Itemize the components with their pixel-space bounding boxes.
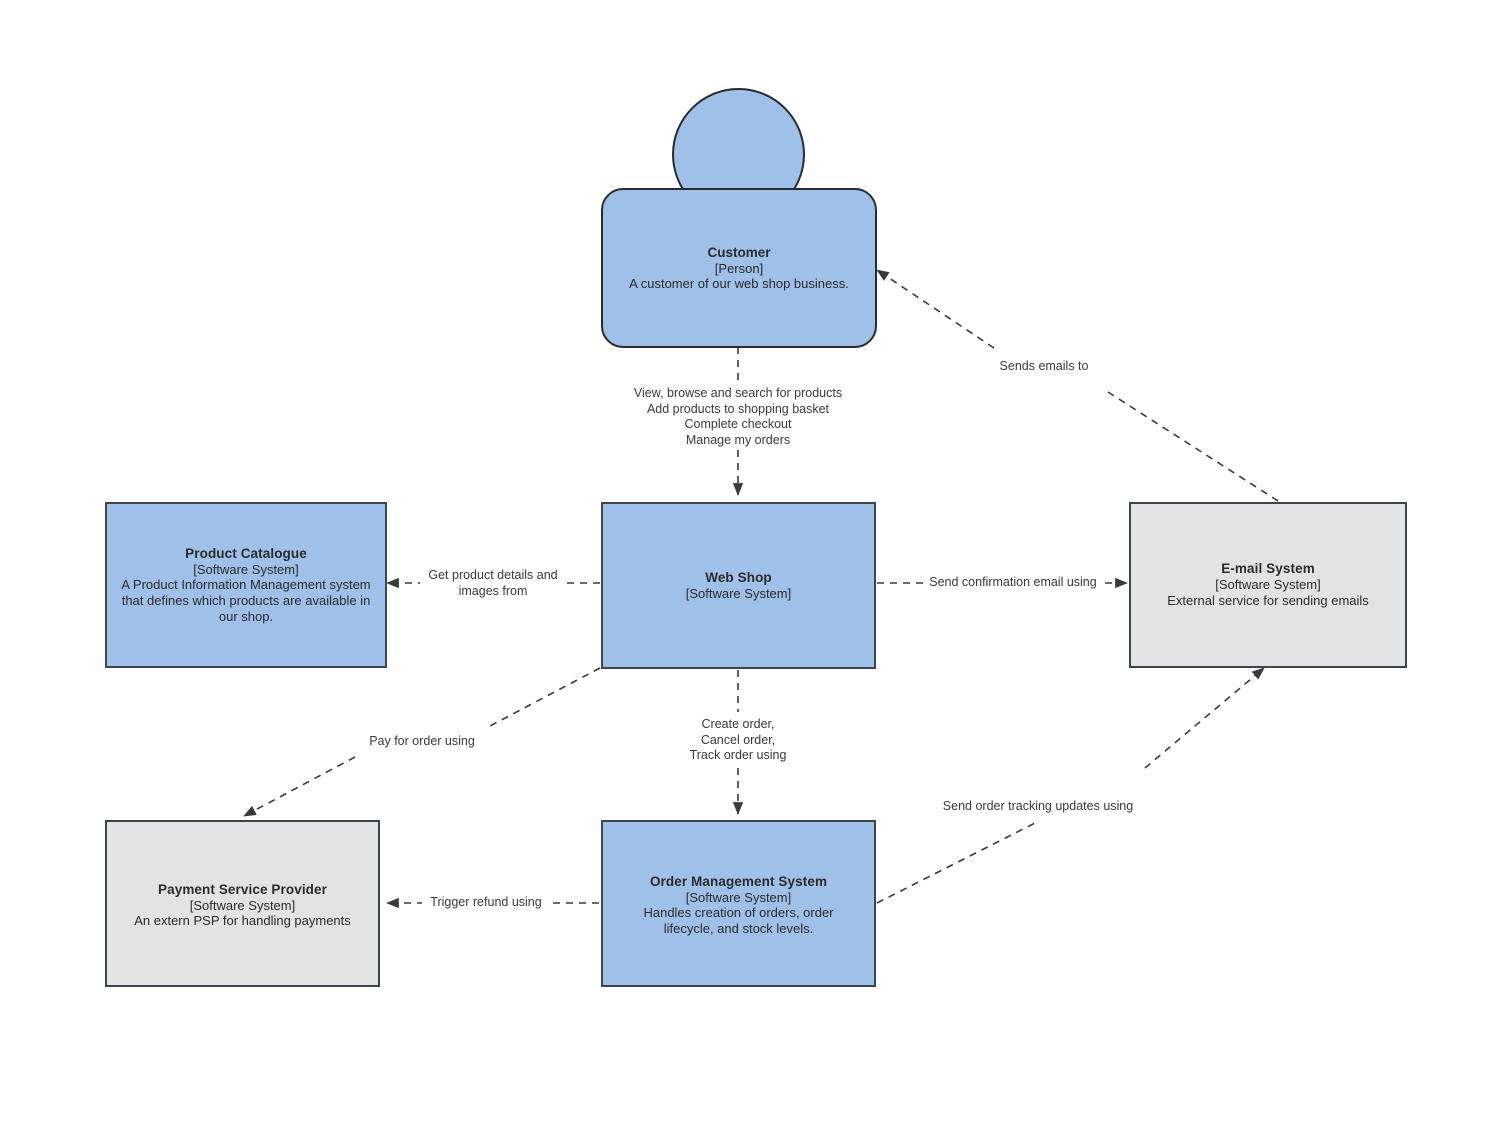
node-payment-service-provider-type: [Software System] bbox=[189, 897, 296, 913]
node-email-system-type: [Software System] bbox=[1215, 577, 1321, 593]
edge-label-oms-to-emailsystem: Send order tracking updates using bbox=[942, 799, 1134, 813]
person-neck-cover bbox=[677, 190, 800, 202]
node-customer-description: A customer of our web shop business. bbox=[629, 276, 849, 292]
node-product-catalogue-name: Product Catalogue bbox=[185, 545, 307, 561]
edge-label-webshop-to-productcatalogue: Get product details and images from bbox=[420, 568, 566, 599]
node-web-shop-name: Web Shop bbox=[705, 569, 772, 585]
node-email-system[interactable]: E-mail System [Software System] External… bbox=[1129, 502, 1407, 668]
node-order-management-system-name: Order Management System bbox=[649, 874, 828, 889]
node-customer-text: Customer [Person] A customer of our web … bbox=[601, 245, 877, 292]
node-payment-service-provider-name: Payment Service Provider bbox=[158, 882, 327, 897]
node-order-management-system-description: Handles creation of orders, order lifecy… bbox=[643, 905, 834, 937]
edge-label-oms-to-psp: Trigger refund using bbox=[422, 895, 550, 911]
node-product-catalogue-description: A Product Information Management system … bbox=[121, 576, 371, 624]
node-web-shop-type: [Software System] bbox=[685, 585, 792, 601]
node-order-management-system-type: [Software System] bbox=[685, 889, 792, 905]
node-email-system-description: External service for sending emails bbox=[1167, 592, 1369, 608]
edge-oms-to-emailsystem bbox=[876, 667, 1265, 904]
node-customer-name: Customer bbox=[707, 245, 771, 260]
node-product-catalogue[interactable]: Product Catalogue [Software System] A Pr… bbox=[105, 502, 387, 668]
node-web-shop[interactable]: Web Shop [Software System] bbox=[601, 502, 876, 669]
edge-label-customer-to-webshop: View, browse and search for products Add… bbox=[633, 386, 843, 447]
node-email-system-name: E-mail System bbox=[1221, 561, 1315, 577]
edge-emailsystem-to-customer bbox=[876, 269, 1279, 502]
edge-label-emailsystem-to-customer: Sends emails to bbox=[999, 359, 1089, 373]
node-payment-service-provider[interactable]: Payment Service Provider [Software Syste… bbox=[105, 820, 380, 987]
edge-label-webshop-to-oms: Create order, Cancel order, Track order … bbox=[689, 717, 787, 762]
person-body bbox=[601, 188, 877, 348]
node-product-catalogue-type: [Software System] bbox=[193, 561, 299, 577]
node-payment-service-provider-description: An extern PSP for handling payments bbox=[134, 913, 351, 929]
node-customer-type: [Person] bbox=[714, 260, 764, 276]
node-order-management-system[interactable]: Order Management System [Software System… bbox=[601, 820, 876, 987]
node-customer[interactable]: Customer [Person] A customer of our web … bbox=[601, 88, 877, 348]
edge-label-webshop-to-psp: Pay for order using bbox=[369, 734, 475, 748]
edge-label-webshop-to-emailsystem: Send confirmation email using bbox=[926, 575, 1100, 591]
